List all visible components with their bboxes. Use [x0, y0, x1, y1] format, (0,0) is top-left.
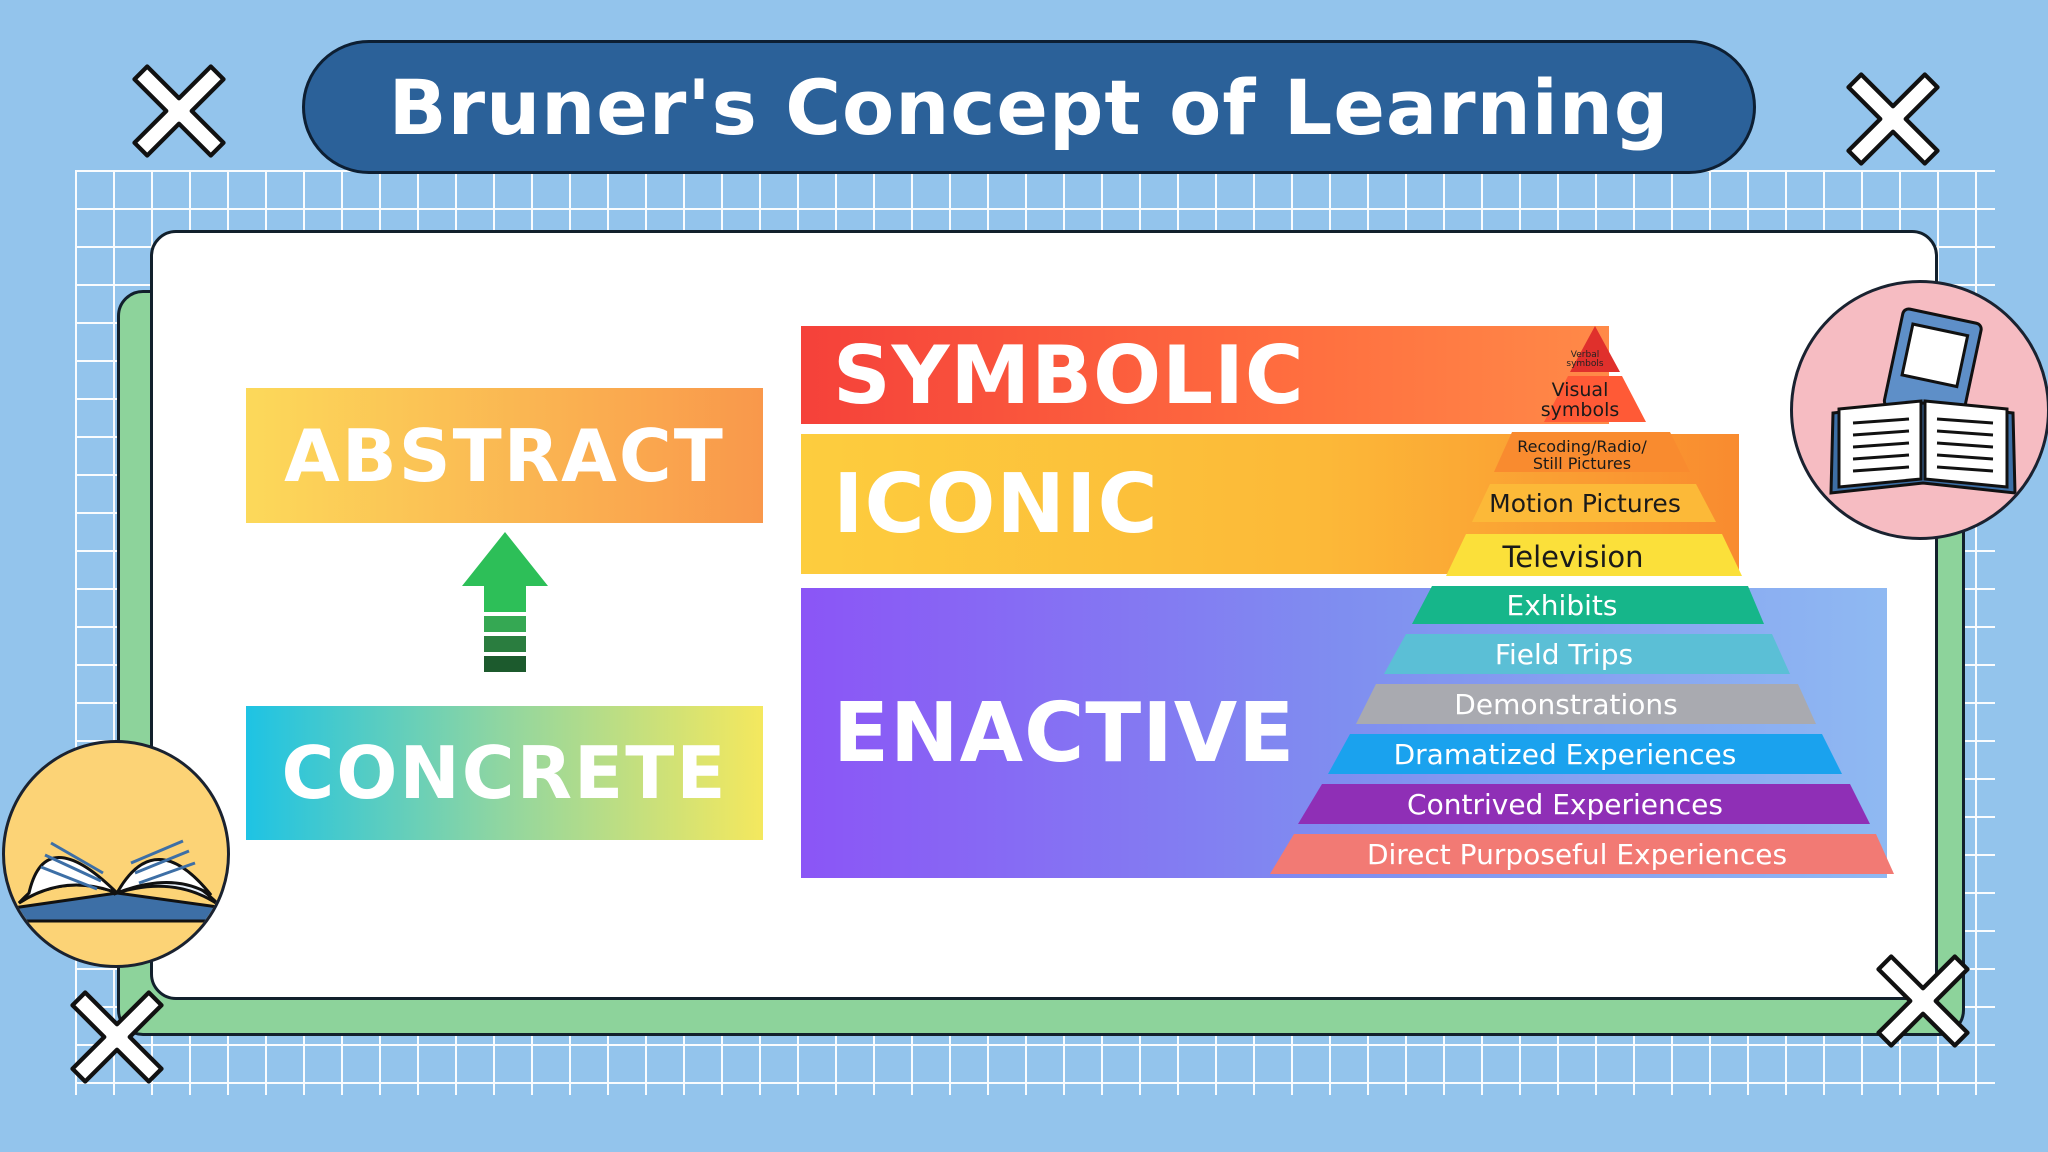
- tier-contrived-experiences: Contrived Experiences: [1407, 788, 1723, 822]
- tier-visual-symbols: Visual symbols: [1540, 379, 1620, 421]
- close-icon: [70, 990, 164, 1084]
- tier-exhibits: Exhibits: [1506, 589, 1618, 623]
- tier-recording-shape: [1494, 432, 1690, 472]
- book-badge-left: [2, 740, 230, 968]
- open-book-icon: [11, 839, 227, 923]
- close-icon: [1846, 72, 1940, 166]
- tier-dramatized-experiences: Dramatized Experiences: [1393, 738, 1737, 772]
- iconic-label: ICONIC: [833, 456, 1159, 552]
- tier-direct-shape: [1270, 834, 1894, 874]
- enactive-label: ENACTIVE: [833, 685, 1296, 781]
- tier-motion-pictures-shape: [1472, 484, 1716, 522]
- tier-recording-radio: Recoding/Radio/ Still Pictures: [1517, 437, 1647, 473]
- tier-verbal-symbols: Verbal symbols: [1566, 349, 1604, 369]
- abstract-label-box: ABSTRACT: [246, 388, 763, 523]
- tier-field-trips: Field Trips: [1494, 638, 1634, 672]
- tier-direct-purposeful-experiences: Direct Purposeful Experiences: [1366, 838, 1788, 872]
- cone-of-experience-pyramid: [1270, 326, 1894, 874]
- tier-verbal-symbols-shape: [1570, 326, 1620, 372]
- tier-demonstrations: Demonstrations: [1454, 688, 1678, 722]
- tier-field-trips-shape: [1384, 634, 1790, 674]
- concrete-label-box: CONCRETE: [246, 706, 763, 840]
- tier-motion-pictures: Motion Pictures: [1489, 488, 1681, 518]
- tier-contrived-shape: [1298, 784, 1870, 824]
- tier-demonstrations-shape: [1356, 684, 1816, 724]
- page-title: Bruner's Concept of Learning: [388, 62, 1670, 152]
- book-icon: [1829, 307, 2017, 495]
- symbolic-band: SYMBOLIC: [801, 326, 1609, 424]
- tier-dramatized-shape: [1328, 734, 1842, 774]
- close-icon: [132, 64, 226, 158]
- concrete-label: CONCRETE: [281, 731, 728, 815]
- tier-visual-symbols-shape: [1544, 376, 1646, 422]
- arrow-up-icon: [462, 532, 548, 672]
- close-icon: [1876, 954, 1970, 1048]
- symbolic-label: SYMBOLIC: [833, 328, 1305, 422]
- book-badge-right: [1790, 280, 2048, 540]
- tier-television: Television: [1502, 539, 1644, 574]
- page-title-banner: Bruner's Concept of Learning: [302, 40, 1756, 174]
- tier-exhibits-shape: [1412, 586, 1764, 624]
- tier-television-shape: [1446, 534, 1742, 576]
- abstract-label: ABSTRACT: [284, 413, 725, 498]
